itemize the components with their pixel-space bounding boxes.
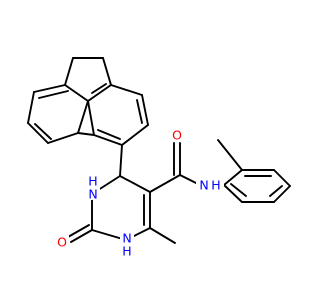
bond <box>97 129 121 140</box>
ring-nh-bottom-n: N <box>122 231 131 246</box>
bond <box>64 57 74 86</box>
ring-nh-top-n: N <box>88 187 97 202</box>
atom-labels: O N H H N N H O <box>55 128 224 259</box>
bond <box>119 175 151 193</box>
bond <box>110 84 143 96</box>
bond <box>27 91 35 124</box>
bond <box>67 224 90 238</box>
carboxamide-group <box>149 142 201 193</box>
ring-nh-top-h: H <box>88 174 97 189</box>
bond <box>269 185 283 197</box>
bond <box>230 183 247 197</box>
bond <box>273 169 291 187</box>
bond <box>149 227 176 244</box>
bond <box>27 122 49 144</box>
bond <box>87 100 95 136</box>
bond <box>47 132 79 144</box>
amide-oxygen-label: O <box>172 128 182 143</box>
bond <box>149 174 181 193</box>
bond <box>273 185 291 203</box>
bond <box>64 84 89 102</box>
bond <box>121 124 149 146</box>
molecule-canvas: O N H H N N H O <box>27 57 291 259</box>
structure-diagram: O N H H N N H O <box>27 57 291 259</box>
bond <box>87 84 112 102</box>
tolyl-ring <box>217 139 291 203</box>
bond <box>93 134 123 146</box>
ring-oxygen-label: O <box>57 235 67 250</box>
bond <box>70 229 93 243</box>
bond <box>217 139 243 171</box>
amide-nh-label: N H <box>199 178 220 193</box>
acenaphthene-group <box>27 57 149 146</box>
bond <box>102 57 112 86</box>
ring-nh-bottom-h: H <box>122 244 131 259</box>
bond <box>223 184 243 203</box>
bond <box>141 94 149 126</box>
bond <box>136 99 143 124</box>
bond <box>38 90 69 99</box>
bond <box>91 83 107 94</box>
bond <box>119 144 123 177</box>
bond <box>33 84 66 93</box>
bond <box>77 100 89 134</box>
bond <box>34 123 52 140</box>
bond <box>223 169 243 186</box>
bond <box>77 132 95 136</box>
